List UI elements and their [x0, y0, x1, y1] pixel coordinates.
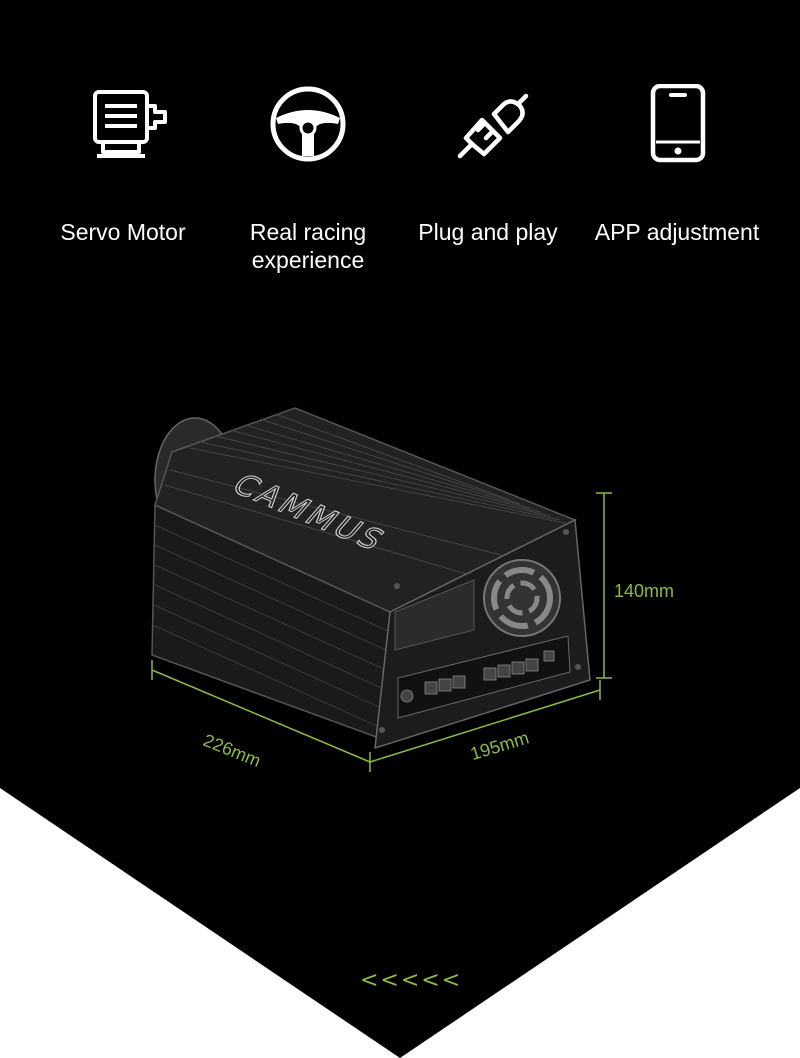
- plug-icon: [457, 93, 529, 159]
- scroll-hint-arrows: <<<<<: [360, 968, 463, 993]
- feature-label: Servo Motor: [60, 219, 186, 245]
- servo-motor-icon: [93, 90, 167, 158]
- dimension-height: 140mm: [614, 581, 675, 601]
- feature-label: APP adjustment: [594, 219, 760, 245]
- steering-wheel-icon: [270, 86, 346, 162]
- feature-label: Real racing experience: [249, 219, 367, 273]
- feature-app-adjustment: APP adjustment: [582, 84, 772, 245]
- feature-label: Plug and play: [418, 219, 558, 245]
- feature-plug-and-play: Plug and play: [393, 84, 583, 245]
- smartphone-icon: [650, 84, 706, 163]
- feature-servo-motor: Servo Motor: [28, 84, 218, 245]
- feature-real-racing: Real racing experience: [213, 84, 403, 273]
